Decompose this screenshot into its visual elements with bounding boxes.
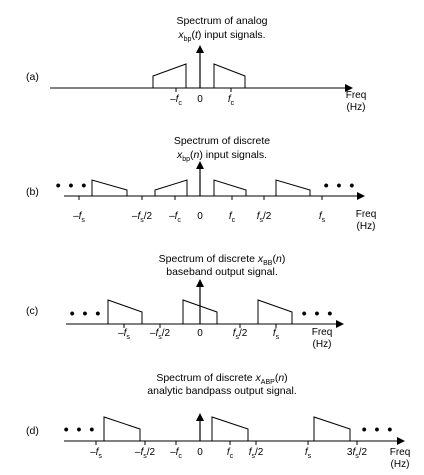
panel-d-tick-label-7: fs xyxy=(305,447,312,460)
panel-b-band-4 xyxy=(275,179,311,196)
panel-b-label: (b) xyxy=(26,186,39,198)
panel-c-band-1 xyxy=(107,299,143,324)
panel-c-freq-label-1: Freq xyxy=(312,327,333,338)
panel-d-freq-label-1: Freq xyxy=(390,447,411,458)
panel-d-tick-label-4: 0 xyxy=(197,447,203,458)
panel-b-band-1 xyxy=(91,179,128,196)
panel-c-tick-label-3: 0 xyxy=(197,328,203,339)
panel-a-tick-label-3: fc xyxy=(228,94,235,107)
panel-c-tick-label-4: fs/2 xyxy=(233,328,248,341)
panel-a-freq-label-2: (Hz) xyxy=(347,102,366,113)
panel-c-band-2 xyxy=(182,299,218,324)
panel-b-tick-label-5: fc xyxy=(229,211,236,224)
panel-b-freq-label-2: (Hz) xyxy=(357,221,376,232)
panel-d-tick-label-3: –fc xyxy=(170,447,182,460)
panel-d-tick-label-5: fc xyxy=(227,447,234,460)
panel-d-tick-label-8: 3fs/2 xyxy=(347,447,368,460)
panel-c-freq-label-2: (Hz) xyxy=(313,339,332,350)
panel-b-tick-label-2: –fs/2 xyxy=(132,211,153,224)
panel-c-band-3 xyxy=(257,299,293,324)
panel-b-band-3 xyxy=(213,179,247,196)
panel-b-tick-label-6: fs/2 xyxy=(257,211,272,224)
panel-c-label: (c) xyxy=(26,305,38,317)
panel-d-tick-label-1: –fs xyxy=(90,447,102,460)
panel-c-title-line-2: baseband output signal. xyxy=(166,266,278,278)
panel-b-freq-label-1: Freq xyxy=(356,209,377,220)
panel-a-band-2 xyxy=(213,63,246,88)
panel-b-tick-label-1: –fs xyxy=(73,211,85,224)
panel-d-ellipsis-1: • • • xyxy=(64,421,96,437)
panel-c-ellipsis-2: • • • xyxy=(302,305,334,321)
panel-a-band-1 xyxy=(152,63,187,88)
panel-a-freq-label-1: Freq xyxy=(346,90,367,101)
panel-b-ellipsis-1: • • • xyxy=(56,177,88,193)
panel-b-tick-label-3: –fc xyxy=(169,211,181,224)
panel-d-band-3 xyxy=(313,416,351,441)
panel-d-tick-label-2: –fs/2 xyxy=(135,447,156,460)
panel-d-band-1 xyxy=(103,416,141,441)
panel-a-tick-label-1: –fc xyxy=(170,94,182,107)
panel-d-tick-label-6: fs/2 xyxy=(249,447,264,460)
panel-b-band-2 xyxy=(154,179,188,196)
panel-a-label: (a) xyxy=(26,71,39,83)
panel-d-ellipsis-2: • • • xyxy=(362,421,394,437)
panel-b-ellipsis-2: • • • xyxy=(324,177,356,193)
panel-c-tick-label-1: –fs xyxy=(118,328,130,341)
panel-c-ellipsis-1: • • • xyxy=(70,305,102,321)
panel-b-title-line-1: Spectrum of discrete xyxy=(174,135,270,147)
panel-b-tick-label-4: 0 xyxy=(197,211,203,222)
panel-b-tick-label-7: fs xyxy=(319,211,326,224)
panel-d-label: (d) xyxy=(26,425,39,437)
panel-a-tick-label-2: 0 xyxy=(197,94,203,105)
panel-b-title-line-2: xbp(n) input signals. xyxy=(176,149,267,163)
panel-d-band-2 xyxy=(211,416,249,441)
panel-c-title-line-1: Spectrum of discrete xBB(n) xyxy=(159,253,286,267)
panel-a-title-line-1: Spectrum of analog xyxy=(176,15,267,27)
panel-c-tick-label-5: fs xyxy=(273,328,280,341)
panel-a-title-line-2: xbp(t) input signals. xyxy=(177,29,265,43)
panel-c-tick-label-2: –fs/2 xyxy=(150,328,171,341)
panel-d-title-line-1: Spectrum of discrete xABP(n) xyxy=(156,372,287,386)
panel-d-freq-label-2: (Hz) xyxy=(391,459,410,470)
panel-d-title-line-2: analytic bandpass output signal. xyxy=(147,385,296,397)
